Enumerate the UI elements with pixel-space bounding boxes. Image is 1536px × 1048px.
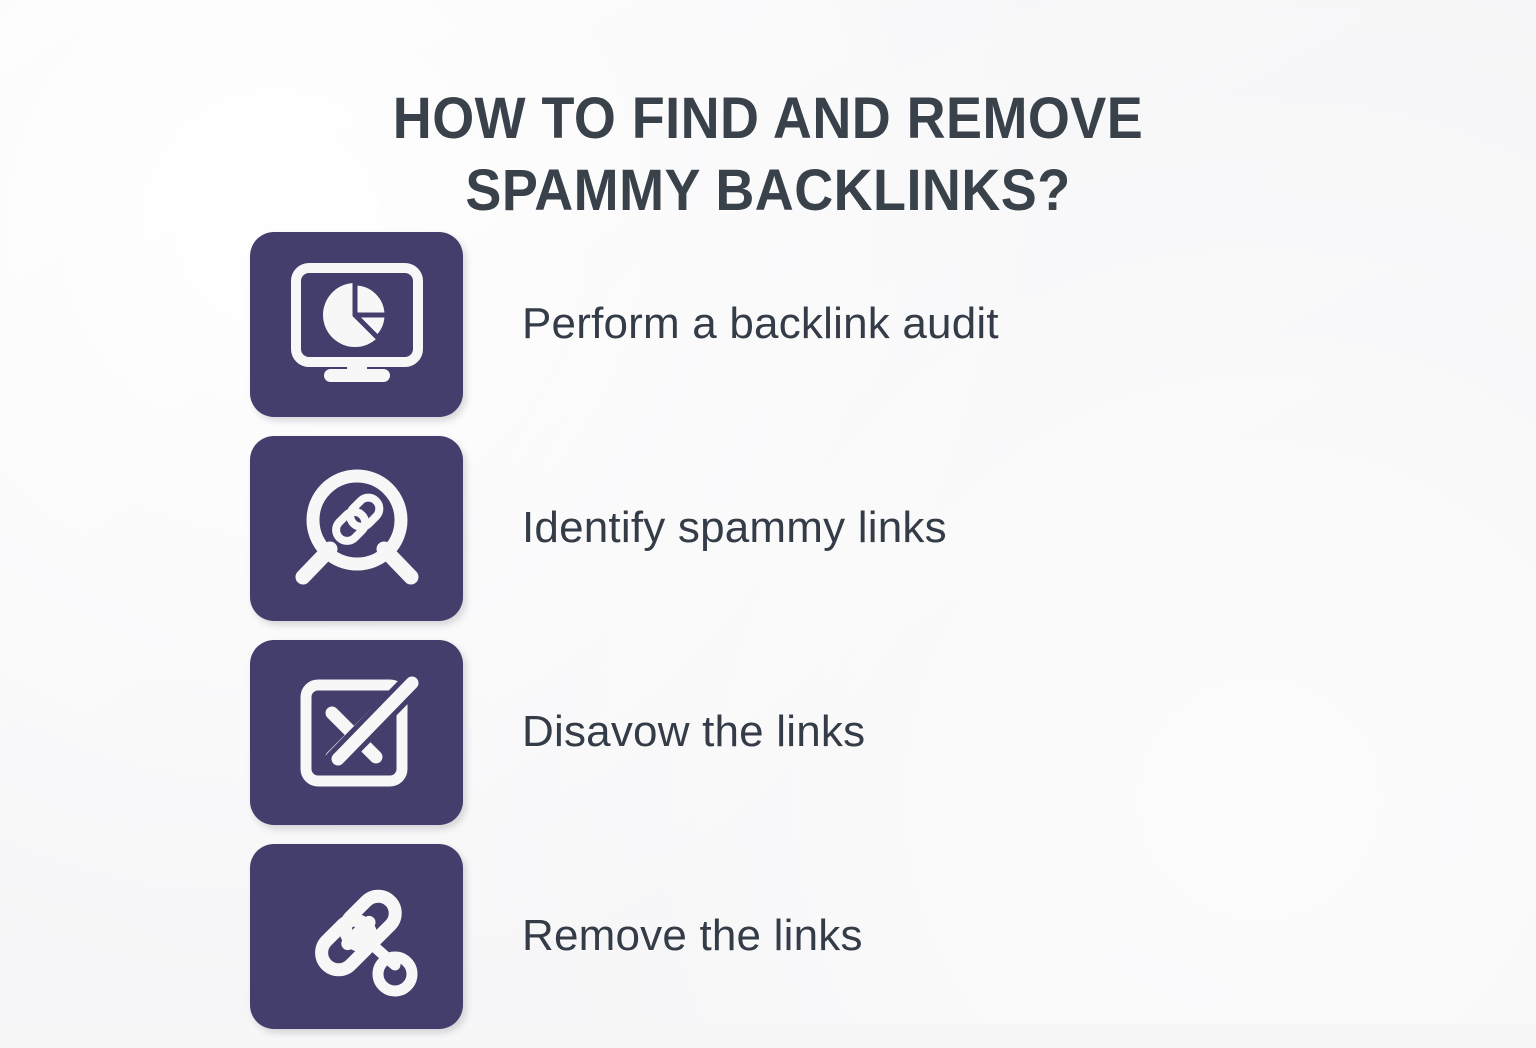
step-label-4: Remove the links [522, 911, 863, 961]
step-icon-tile-2 [250, 436, 463, 621]
page-title: HOW TO FIND AND REMOVE SPAMMY BACKLINKS? [54, 83, 1482, 227]
list-item: Remove the links [250, 844, 1350, 1029]
step-label-3: Disavow the links [522, 707, 866, 757]
list-item: Perform a backlink audit [250, 232, 1350, 417]
step-label-2: Identify spammy links [522, 503, 947, 553]
list-item: Disavow the links [250, 640, 1350, 825]
step-icon-tile-3 [250, 640, 463, 825]
step-label-1: Perform a backlink audit [522, 299, 999, 349]
list-item: Identify spammy links [250, 436, 1350, 621]
cut-chain-link-icon [291, 871, 423, 1003]
monitor-pie-chart-icon [290, 262, 423, 387]
crossed-out-box-icon [292, 669, 422, 797]
page-title-line-2: SPAMMY BACKLINKS? [465, 157, 1071, 223]
magnifier-link-icon [290, 465, 424, 593]
page-title-line-1: HOW TO FIND AND REMOVE [392, 85, 1144, 151]
step-icon-tile-1 [250, 232, 463, 417]
steps-list: Perform a backlink audit [250, 232, 1350, 1048]
step-icon-tile-4 [250, 844, 463, 1029]
